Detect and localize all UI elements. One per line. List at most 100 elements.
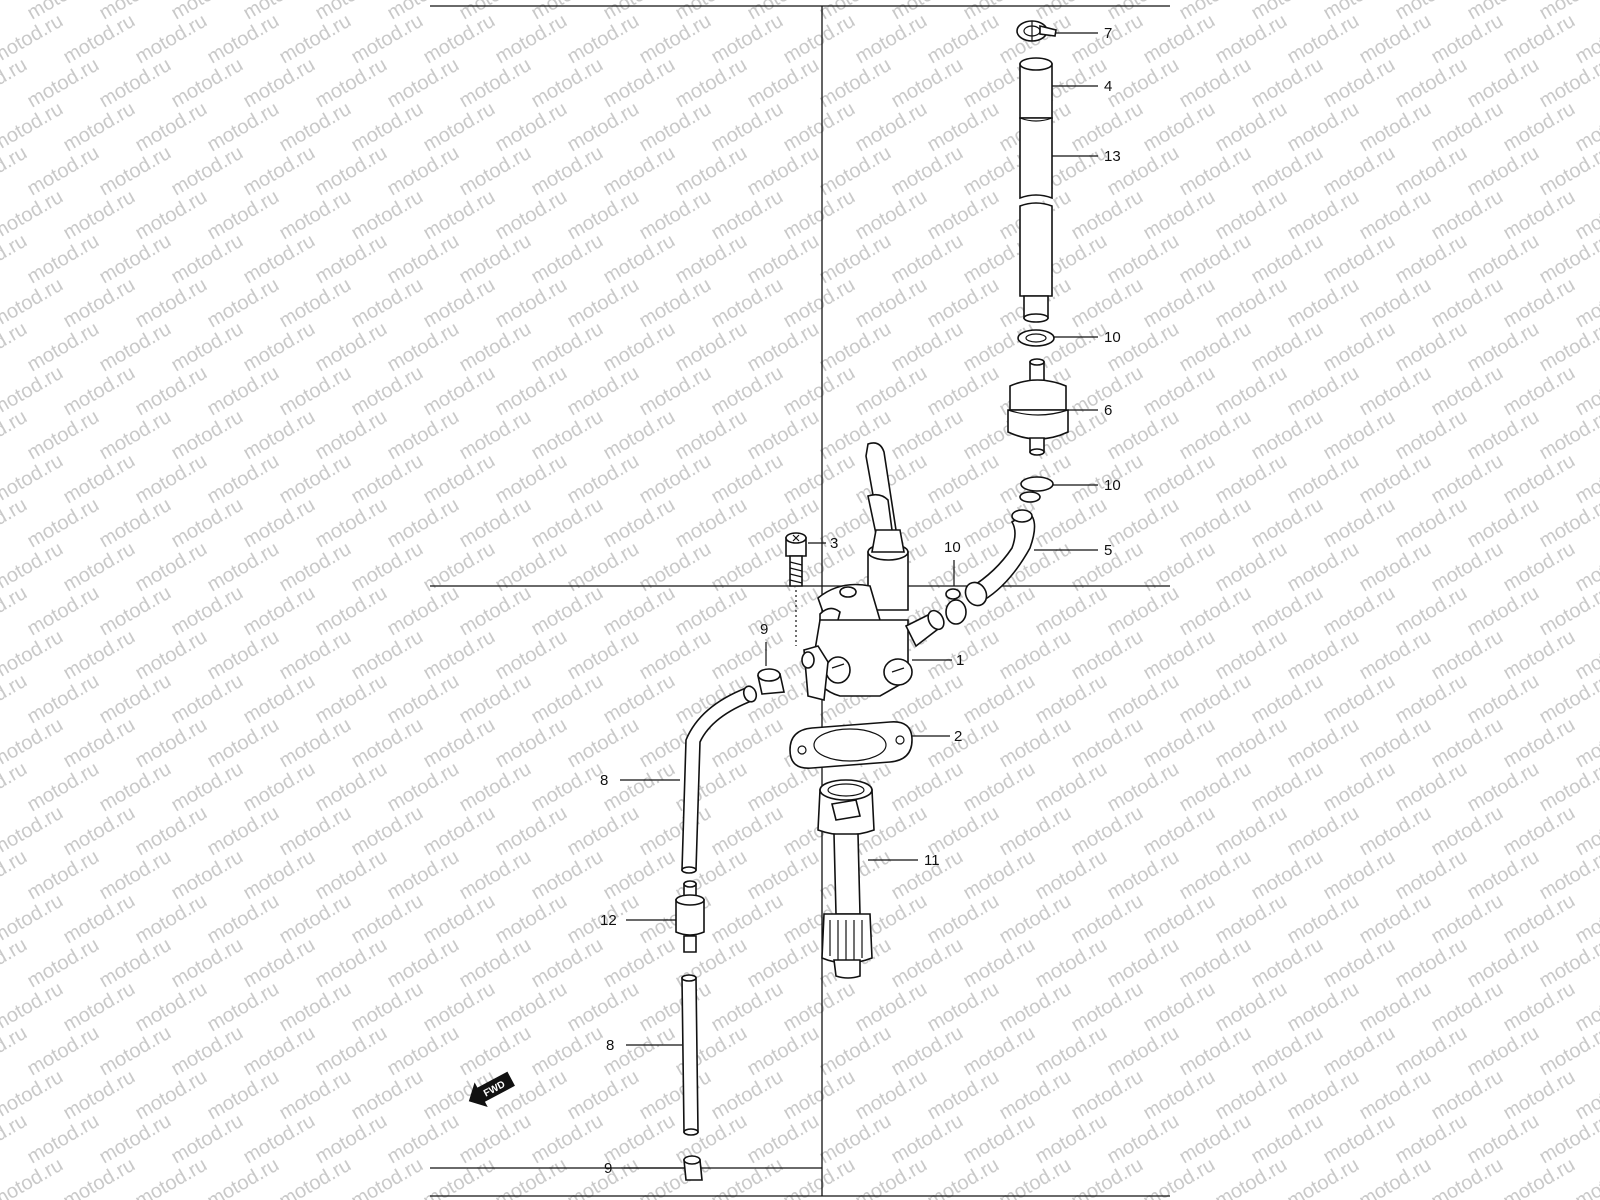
watermark-text: motod.ru	[96, 1022, 175, 1081]
watermark-text: motod.ru	[1068, 1154, 1147, 1200]
watermark-text: motod.ru	[384, 1022, 463, 1081]
cap-9-upper[interactable]	[757, 668, 785, 695]
watermark-text: motod.ru	[24, 230, 103, 289]
watermark-text: motod.ru	[1176, 318, 1255, 377]
watermark-text: motod.ru	[708, 538, 787, 597]
watermark-text: motod.ru	[60, 802, 139, 861]
watermark-text: motod.ru	[1428, 1066, 1507, 1125]
watermark-text: motod.ru	[60, 98, 139, 157]
watermark-text: motod.ru	[312, 670, 391, 729]
watermark-text: motod.ru	[420, 890, 499, 949]
watermark-text: motod.ru	[240, 318, 319, 377]
watermark-text: motod.ru	[888, 1110, 967, 1169]
o-ring-10-valve[interactable]	[945, 588, 967, 625]
watermark-text: motod.ru	[1284, 10, 1363, 69]
watermark-text: motod.ru	[744, 1110, 823, 1169]
watermark-text: motod.ru	[852, 186, 931, 245]
fuel-filter-6[interactable]	[1007, 358, 1069, 456]
gasket-2[interactable]	[789, 721, 913, 769]
watermark-text: motod.ru	[1068, 714, 1147, 773]
watermark-text: motod.ru	[1212, 890, 1291, 949]
watermark-text: motod.ru	[1464, 142, 1543, 201]
watermark-text: motod.ru	[276, 890, 355, 949]
watermark-text: motod.ru	[492, 978, 571, 1037]
cap-9-lower[interactable]	[683, 1155, 703, 1181]
callout-8-upper: 8	[600, 772, 608, 789]
watermark-text: motod.ru	[132, 362, 211, 421]
watermark-text: motod.ru	[996, 1066, 1075, 1125]
watermark-text: motod.ru	[636, 626, 715, 685]
watermark-text: motod.ru	[384, 494, 463, 553]
watermark-text: motod.ru	[456, 582, 535, 641]
watermark-text: motod.ru	[60, 890, 139, 949]
watermark-text: motod.ru	[132, 978, 211, 1037]
watermark-text: motod.ru	[132, 890, 211, 949]
watermark-text: motod.ru	[60, 714, 139, 773]
watermark-text: motod.ru	[1392, 1110, 1471, 1169]
watermark-text: motod.ru	[1140, 450, 1219, 509]
o-ring-10-middle[interactable]	[1019, 476, 1054, 503]
watermark-text: motod.ru	[24, 582, 103, 641]
watermark-text: motod.ru	[240, 1022, 319, 1081]
watermark-text: motod.ru	[168, 1110, 247, 1169]
watermark-text: motod.ru	[960, 1022, 1039, 1081]
watermark-text: motod.ru	[1032, 494, 1111, 553]
watermark-text: motod.ru	[96, 142, 175, 201]
watermark-text: motod.ru	[816, 142, 895, 201]
watermark-text: motod.ru	[1104, 494, 1183, 553]
strainer-pipe-11[interactable]	[817, 779, 875, 979]
watermark-text: motod.ru	[96, 934, 175, 993]
watermark-text: motod.ru	[1068, 978, 1147, 1037]
watermark-text: motod.ru	[1284, 98, 1363, 157]
screw-3[interactable]	[785, 532, 807, 646]
watermark-text: motod.ru	[240, 54, 319, 113]
watermark-text: motod.ru	[1392, 494, 1471, 553]
watermark-text: motod.ru	[1320, 230, 1399, 289]
callout-1: 1	[956, 652, 964, 669]
watermark-text: motod.ru	[1320, 406, 1399, 465]
watermark-text: motod.ru	[1284, 362, 1363, 421]
watermark-text: motod.ru	[24, 406, 103, 465]
watermark-text: motod.ru	[780, 186, 859, 245]
fuel-cock-1[interactable]	[801, 442, 947, 701]
watermark-text: motod.ru	[600, 670, 679, 729]
watermark-text: motod.ru	[348, 1066, 427, 1125]
inline-filter-12[interactable]	[675, 880, 705, 953]
watermark-text: motod.ru	[852, 98, 931, 157]
watermark-text: motod.ru	[564, 802, 643, 861]
watermark-text: motod.ru	[1248, 758, 1327, 817]
curved-hose-5[interactable]	[961, 509, 1036, 609]
hose-clip-7[interactable]	[1016, 20, 1057, 42]
watermark-text: motod.ru	[0, 1022, 31, 1081]
watermark-text: motod.ru	[60, 362, 139, 421]
watermark-text: motod.ru	[1140, 714, 1219, 773]
watermark-text: motod.ru	[1500, 890, 1579, 949]
watermark-text: motod.ru	[1500, 362, 1579, 421]
watermark-text: motod.ru	[1104, 318, 1183, 377]
watermark-text: motod.ru	[852, 274, 931, 333]
watermark-text: motod.ru	[924, 98, 1003, 157]
watermark-text: motod.ru	[852, 978, 931, 1037]
watermark-text: motod.ru	[132, 538, 211, 597]
watermark-text: motod.ru	[1356, 98, 1435, 157]
watermark-text: motod.ru	[1320, 1022, 1399, 1081]
fuel-hose-8-upper[interactable]	[681, 684, 758, 874]
watermark-text: motod.ru	[0, 582, 31, 641]
watermark-text: motod.ru	[744, 582, 823, 641]
watermark-text: motod.ru	[1356, 10, 1435, 69]
watermark-text: motod.ru	[492, 802, 571, 861]
watermark-text: motod.ru	[960, 1110, 1039, 1169]
fuel-hose-4-13[interactable]	[1019, 57, 1053, 323]
watermark-text: motod.ru	[1464, 1110, 1543, 1169]
watermark-text: motod.ru	[1140, 802, 1219, 861]
watermark-text: motod.ru	[600, 494, 679, 553]
o-ring-10-upper[interactable]	[1017, 329, 1055, 347]
watermark-text: motod.ru	[1248, 142, 1327, 201]
watermark-text: motod.ru	[204, 890, 283, 949]
watermark-text: motod.ru	[744, 846, 823, 905]
watermark-text: motod.ru	[1104, 1022, 1183, 1081]
fuel-hose-8-lower[interactable]	[681, 974, 699, 1136]
watermark-text: motod.ru	[276, 978, 355, 1037]
watermark-text: motod.ru	[1428, 362, 1507, 421]
watermark-text: motod.ru	[1068, 626, 1147, 685]
